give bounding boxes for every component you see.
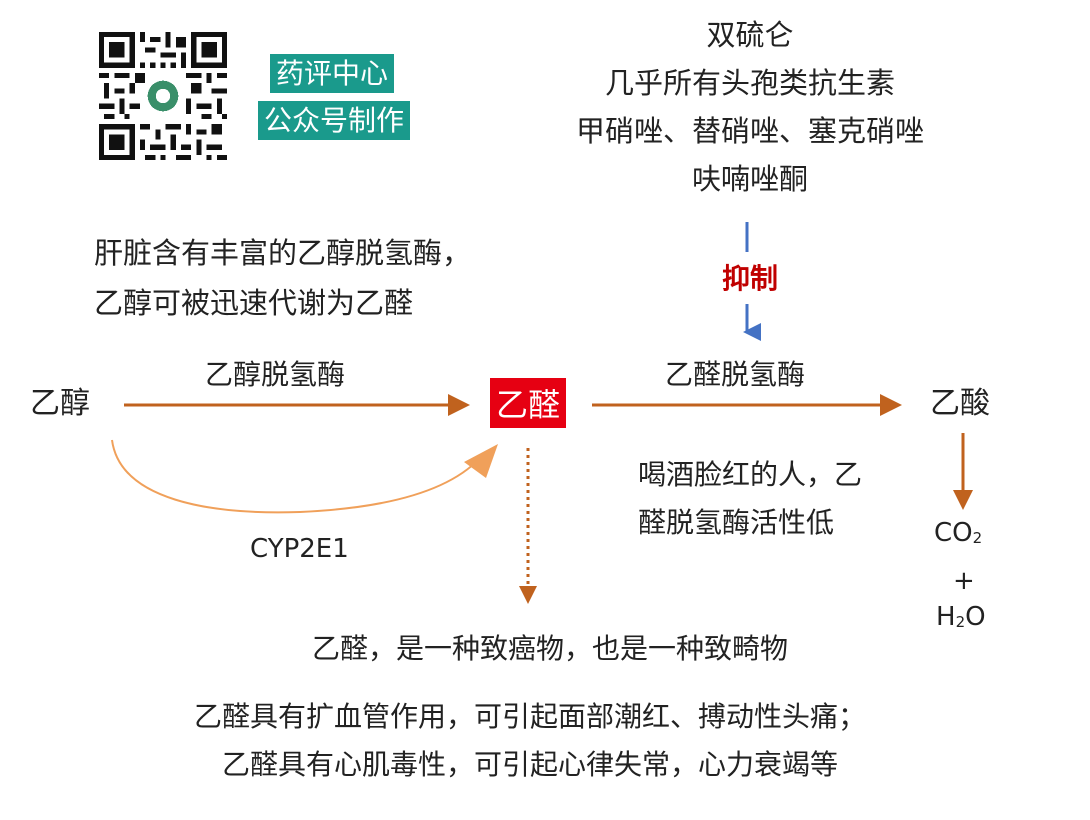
watermark-line1: 药评中心: [270, 54, 395, 93]
co2-text: CO: [934, 518, 973, 548]
watermark-line2: 公众号制作: [258, 101, 411, 140]
inhibitor-nitroimidazoles: 甲硝唑、替硝唑、塞克硝唑: [575, 114, 924, 148]
flush-note-line2: 醛脱氢酶活性低: [638, 506, 835, 539]
enzyme-aldh: 乙醛脱氢酶: [665, 358, 806, 391]
enzyme-cyp2e1: CYP2E1: [250, 534, 349, 564]
liver-note-line2: 乙醇可被迅速代谢为乙醛: [94, 286, 414, 320]
inhibitor-furazolidone: 呋喃唑酮: [691, 162, 808, 196]
product-h2o: H2O: [936, 602, 986, 633]
inhibitor-cephalosporins: 几乎所有头孢类抗生素: [604, 66, 895, 100]
inhibitor-disulfiram: 双硫仑: [706, 18, 794, 52]
arrow-acetic-acid-to-co2-head: [953, 490, 973, 510]
co2-subscript: 2: [972, 529, 983, 547]
effect-cardiotoxicity: 乙醛具有心肌毒性，可引起心律失常，心力衰竭等: [221, 748, 838, 781]
product-plus: +: [953, 566, 975, 596]
inhibit-label: 抑制: [721, 262, 778, 295]
product-co2: CO2: [934, 518, 982, 549]
arrow-acetaldehyde-effects-head: [519, 586, 537, 604]
effect-carcinogen: 乙醛，是一种致癌物，也是一种致畸物: [311, 632, 788, 665]
enzyme-adh: 乙醇脱氢酶: [205, 358, 346, 391]
h2o-o: O: [965, 602, 986, 632]
node-ethanol: 乙醇: [30, 386, 90, 421]
liver-note-line1: 肝脏含有丰富的乙醇脱氢酶，: [94, 236, 472, 270]
arrow-cyp2e1-head: [464, 444, 498, 478]
arrow-cyp2e1-curve: [111, 439, 481, 514]
effect-vasodilation: 乙醛具有扩血管作用，可引起面部潮红、搏动性头痛；: [193, 700, 866, 733]
node-acetic-acid: 乙酸: [930, 386, 990, 421]
node-acetaldehyde: 乙醛: [490, 378, 566, 428]
h2o-subscript: 2: [955, 613, 966, 631]
h2o-h: H: [936, 602, 956, 632]
flush-note-line1: 喝酒脸红的人，乙: [638, 458, 863, 491]
qr-code-icon: [99, 32, 227, 160]
